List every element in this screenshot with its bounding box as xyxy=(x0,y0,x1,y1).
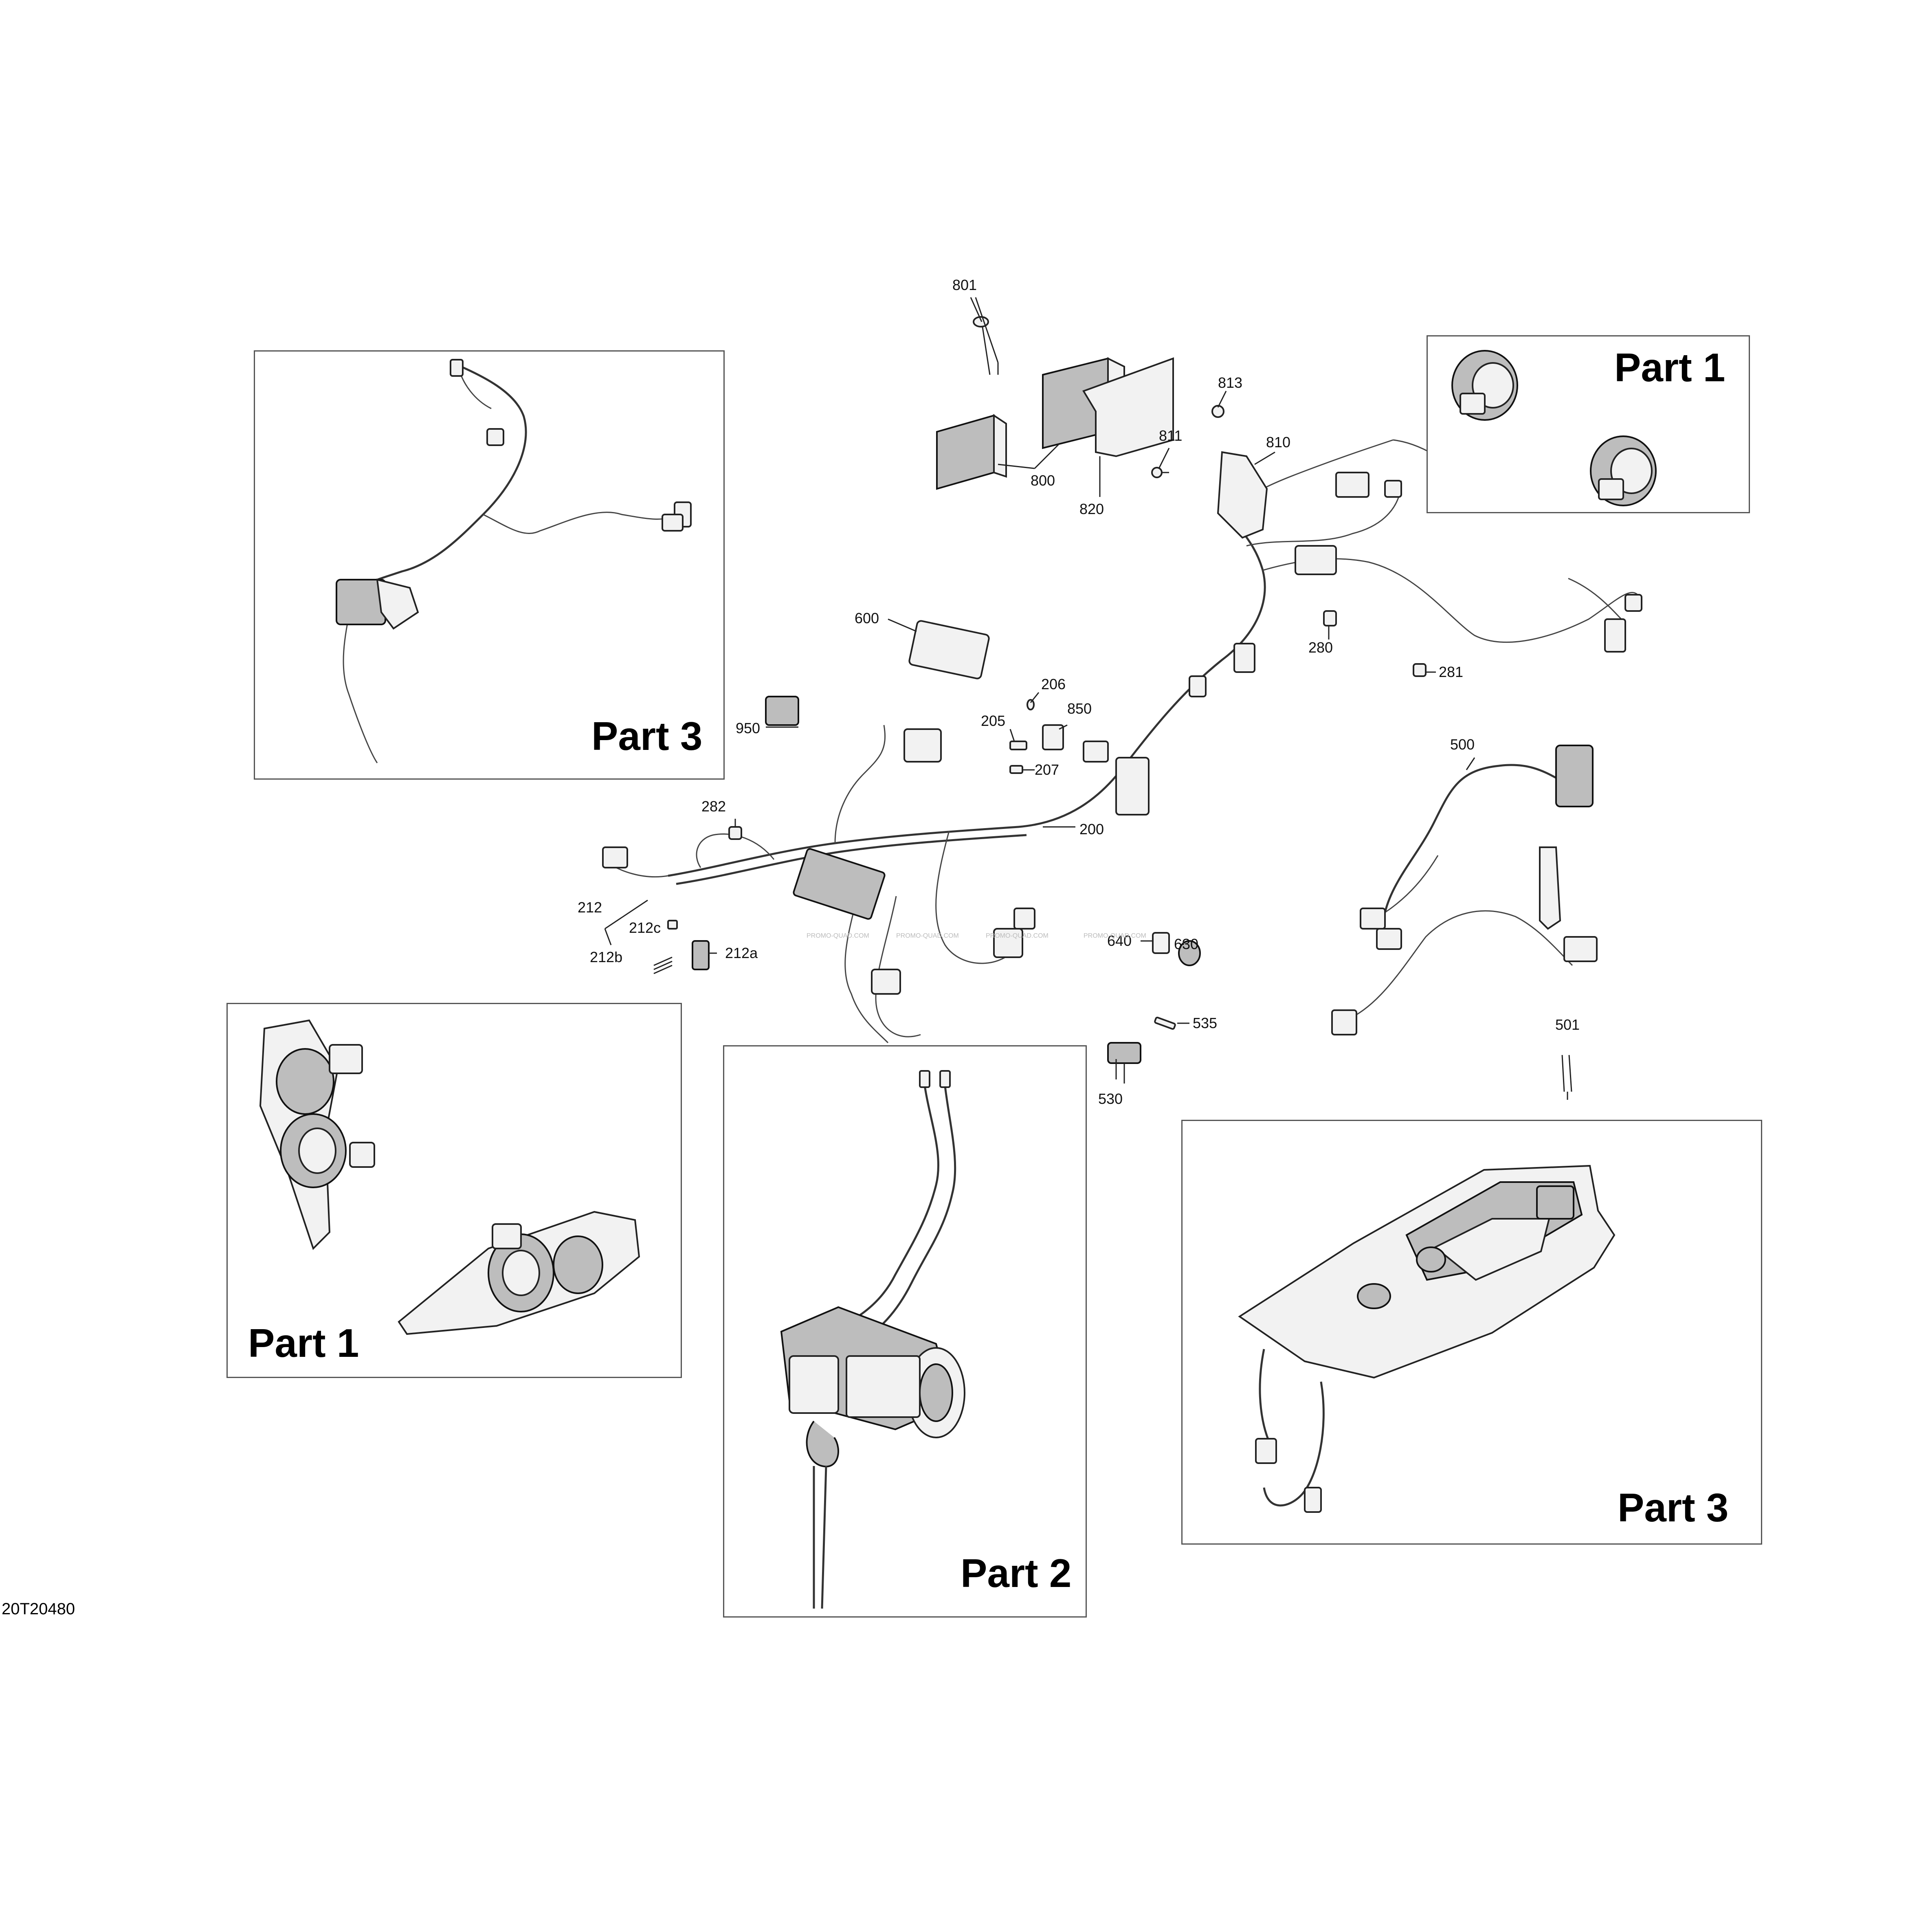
inset-part3-skidplate-drawing xyxy=(1238,1165,1616,1513)
drawing-number: 20T20480 xyxy=(2,1600,75,1618)
callout-820: 820 xyxy=(1079,501,1104,517)
callout-281: 281 xyxy=(1439,664,1463,680)
callout-labels: 801 800 820 813 811 810 600 950 206 205 … xyxy=(578,277,1580,1107)
callout-282: 282 xyxy=(701,798,726,815)
callout-206: 206 xyxy=(1041,676,1066,692)
watermarks: PROMO-QUAD.COM PROMO-QUAD.COM PROMO-QUAD… xyxy=(807,932,1146,939)
inset-part2-winch-drawing xyxy=(780,1070,965,1609)
callout-500: 500 xyxy=(1450,736,1475,753)
screw-811 xyxy=(1151,467,1169,478)
inset-part3-harness: Part 3 xyxy=(254,350,725,780)
inset-title: Part 3 xyxy=(591,714,703,758)
callout-800: 800 xyxy=(1031,472,1055,489)
watermark: PROMO-QUAD.COM xyxy=(807,932,869,939)
inset-part1-lights: Part 1 xyxy=(1427,335,1750,513)
inset-part1-lights-drawing xyxy=(1451,350,1657,506)
callout-801: 801 xyxy=(952,277,977,293)
watermark: PROMO-QUAD.COM xyxy=(896,932,959,939)
inset-part2-winch: Part 2 xyxy=(723,1045,1087,1618)
sensor-640 xyxy=(1152,932,1170,954)
switch-950 xyxy=(765,696,799,726)
pin-535 xyxy=(1154,1016,1176,1030)
callout-950: 950 xyxy=(736,720,760,736)
fuse-206 xyxy=(1027,699,1035,710)
module-600 xyxy=(908,620,990,679)
callout-600: 600 xyxy=(855,610,879,626)
sensor-530 xyxy=(1107,1042,1141,1084)
callout-810: 810 xyxy=(1266,434,1290,451)
callout-811: 811 xyxy=(1159,427,1182,444)
callout-535: 535 xyxy=(1193,1015,1217,1031)
fuse-205 xyxy=(1009,741,1027,750)
callout-640: 640 xyxy=(1107,932,1132,949)
callout-850: 850 xyxy=(1067,700,1092,717)
callout-630: 630 xyxy=(1174,936,1198,952)
callout-212a: 212a xyxy=(725,945,758,961)
bolt-801 xyxy=(973,316,999,375)
inset-title: Part 1 xyxy=(1614,345,1726,390)
inset-part3-harness-drawing xyxy=(336,359,692,763)
inset-title: Part 2 xyxy=(961,1551,1072,1596)
inset-part1-headlight: Part 1 xyxy=(226,1003,682,1378)
harness-500 xyxy=(1331,745,1598,1035)
leader-lines xyxy=(604,297,1568,1100)
clip-281 xyxy=(1413,663,1427,677)
callout-205: 205 xyxy=(981,712,1005,729)
inset-part1-headlight-drawing xyxy=(259,1019,640,1335)
grommet-630 xyxy=(1178,940,1201,966)
callout-501: 501 xyxy=(1555,1016,1580,1033)
connector-212 xyxy=(653,920,710,974)
callout-200: 200 xyxy=(1079,821,1104,837)
clip-282 xyxy=(728,826,742,840)
inset-part3-skidplate: Part 3 xyxy=(1181,1120,1762,1545)
callout-813: 813 xyxy=(1218,374,1242,391)
watermark: PROMO-QUAD.COM xyxy=(986,932,1049,939)
pins-501 xyxy=(1561,1055,1572,1092)
bracket-810 xyxy=(1217,451,1268,539)
bracket-820 xyxy=(1082,357,1174,457)
nut-813 xyxy=(1211,405,1224,418)
fuse-207 xyxy=(1009,765,1023,774)
callout-280: 280 xyxy=(1308,639,1333,656)
callout-212c: 212c xyxy=(629,919,661,936)
callout-212: 212 xyxy=(578,899,602,916)
callout-530: 530 xyxy=(1098,1090,1123,1107)
inset-title: Part 1 xyxy=(248,1321,359,1365)
inset-title: Part 3 xyxy=(1618,1485,1729,1530)
relay-850 xyxy=(1042,724,1064,750)
main-wiring-harness xyxy=(602,439,1642,1080)
watermark: PROMO-QUAD.COM xyxy=(1084,932,1146,939)
callout-212b: 212b xyxy=(590,949,622,965)
clip-280 xyxy=(1323,610,1337,626)
callout-207: 207 xyxy=(1035,761,1059,778)
